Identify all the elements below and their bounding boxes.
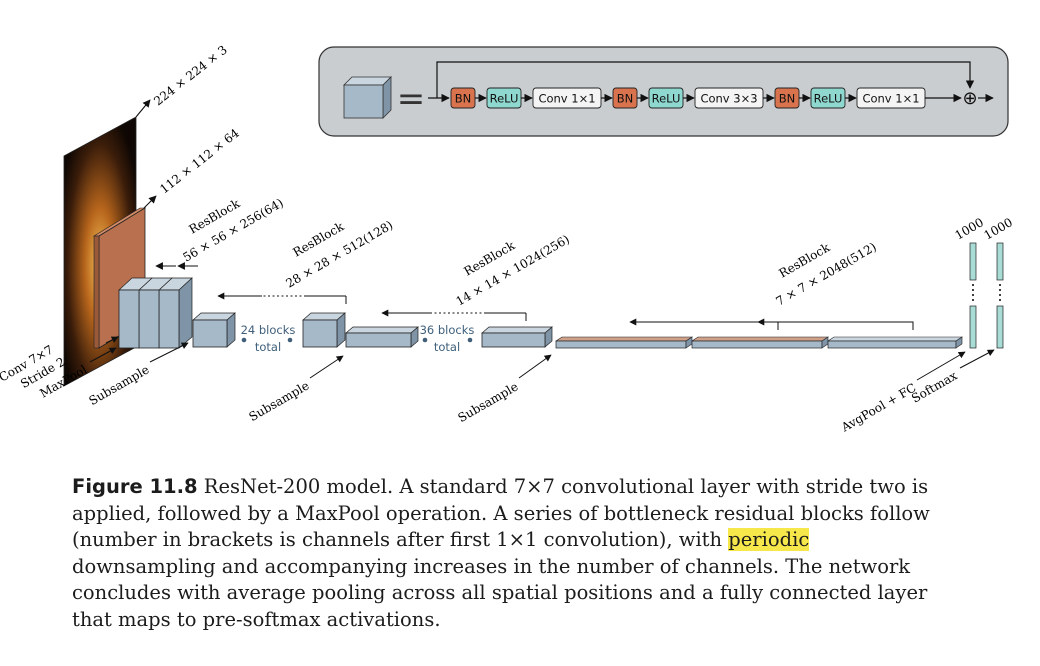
fc2-label: 1000 [982,215,1015,242]
equals-sign: = [397,79,426,119]
add-icon: ⊕ [962,88,977,109]
blocks36-total: total [434,340,460,354]
fc1-label: 1000 [953,215,986,242]
blocks36-label: 36 blocks [420,323,475,337]
fc-layer-2 [996,242,1004,349]
op-bn-box: BN [450,87,476,109]
op-conv-box: Conv 3×3 [694,87,764,109]
caption-text-before: ResNet-200 model. A standard 7×7 convolu… [72,475,930,551]
subsample2-block [345,326,419,348]
fc-layer-1 [969,242,977,349]
op-conv-box: Conv 1×1 [532,87,602,109]
op-label: BN [455,92,472,106]
op-label: Conv 1×1 [862,92,919,106]
subsample2-label: Subsample [247,378,312,424]
op-relu-box: ReLU [810,87,846,109]
block-cube-icon [343,76,392,119]
blocks24-label: 24 blocks [241,323,296,337]
subsample1-label: Subsample [87,362,152,408]
stage3-block [481,326,553,348]
op-label: ReLU [652,92,681,106]
op-relu-box: ReLU [648,87,684,109]
ellipsis-dot [241,337,247,343]
op-bn-box: BN [612,87,638,109]
ellipsis-dot [422,337,428,343]
op-bn-box: BN [774,87,800,109]
op-label: Conv 1×1 [538,92,595,106]
caption-highlight: periodic [728,528,810,551]
residual-block-panel: = BN ReLU Conv 1×1 BN ReLU Conv 3×3 BN ReLU Conv… [318,46,1009,137]
subsample3-label: Subsample [456,379,521,425]
op-label: Conv 3×3 [700,92,757,106]
ellipsis-dot [467,337,473,343]
avgpool-label: AvgPool + FC [838,380,918,434]
op-label: BN [617,92,634,106]
op-label: ReLU [490,92,519,106]
subsample1-block [192,312,236,348]
softmax-label: Softmax [909,368,960,405]
figure-caption: Figure 11.8 ResNet-200 model. A standard… [72,474,952,633]
skip-connection [436,61,975,98]
figure-label: Figure 11.8 [72,475,198,498]
ellipsis-dot [287,337,293,343]
input-dim-label: 224 × 224 × 3 [151,43,230,109]
stage2-block [302,312,346,348]
op-label: BN [779,92,796,106]
op-label: ReLU [814,92,843,106]
stage4-blocks [555,336,963,349]
conv-dim-label: 112 × 112 × 64 [157,126,242,197]
stage1-blocks [118,277,193,349]
op-relu-box: ReLU [486,87,522,109]
resnet-diagram: = BN ReLU Conv 1×1 BN ReLU Conv 3×3 BN ReLU Conv… [0,43,1015,435]
op-conv-box: Conv 1×1 [856,87,926,109]
block-operations: BN ReLU Conv 1×1 BN ReLU Conv 3×3 BN ReLU Conv 1… [450,87,962,109]
caption-text-after: downsampling and accompanying increases … [72,554,928,631]
blocks24-total: total [255,340,281,354]
